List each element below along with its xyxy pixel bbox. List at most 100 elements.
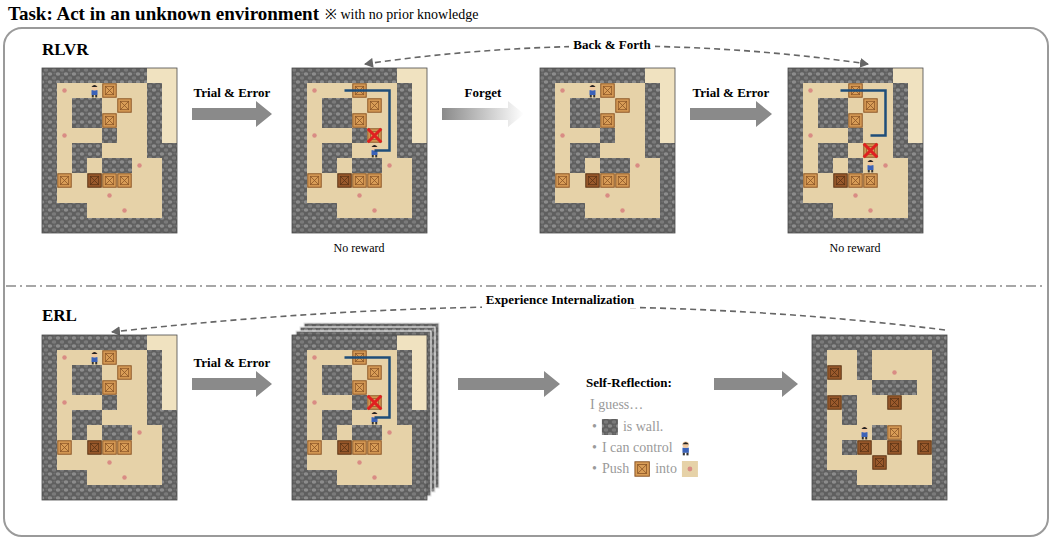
- reflection-text: I can control: [602, 440, 673, 456]
- floor-tile: [382, 425, 397, 440]
- wall-tile: [72, 410, 87, 425]
- crate-inner: [558, 176, 566, 184]
- floor-tile: [57, 83, 72, 98]
- crate-cross: [120, 443, 128, 451]
- wall-tile: [337, 410, 352, 425]
- floor-tile: [397, 188, 412, 203]
- wall-tile: [842, 485, 857, 500]
- wall-tile: [57, 335, 72, 350]
- fail-cross: [368, 396, 382, 410]
- floor-tile: [57, 395, 72, 410]
- wall-tile: [812, 350, 827, 365]
- wall-tile: [397, 365, 412, 380]
- wall-tile: [887, 380, 902, 395]
- wall-tile: [818, 143, 833, 158]
- wall-tile: [842, 335, 857, 350]
- wall-tile: [87, 410, 102, 425]
- floor-tile: [337, 440, 352, 455]
- floor-tile: [893, 173, 908, 188]
- floor-tile: [878, 173, 893, 188]
- crate: [368, 99, 381, 112]
- player-leg: [375, 155, 377, 157]
- floor-tile: [117, 128, 132, 143]
- floor-tile: [307, 113, 322, 128]
- wall-tile: [803, 203, 818, 218]
- wall-tile: [292, 98, 307, 113]
- wall-tile: [397, 485, 412, 500]
- target-dot: [853, 193, 858, 198]
- crate: [368, 174, 381, 187]
- wall-tile: [162, 425, 177, 440]
- title-note: ※ with no prior knowledge: [325, 7, 479, 23]
- wall-tile: [87, 335, 102, 350]
- crate-cross: [603, 86, 611, 94]
- crate-inner: [851, 116, 859, 124]
- sand-tile: [660, 113, 675, 128]
- floor-tile: [872, 350, 887, 365]
- wall-tile: [367, 425, 382, 440]
- wall-tile: [818, 113, 833, 128]
- floor-tile: [147, 158, 162, 173]
- bullet: •: [592, 461, 597, 477]
- player-head: [92, 352, 98, 358]
- floor-tile: [102, 350, 117, 365]
- sokoban-map: [812, 335, 947, 500]
- wall-tile: [893, 113, 908, 128]
- wall-tile: [72, 470, 87, 485]
- floor-tile: [307, 83, 322, 98]
- crate-cross: [120, 101, 128, 109]
- floor-tile: [887, 440, 902, 455]
- crate-inner: [851, 176, 859, 184]
- floor-tile: [87, 188, 102, 203]
- player-hair: [92, 352, 98, 354]
- target-dot: [892, 370, 897, 375]
- wall-tile: [102, 158, 117, 173]
- crate: [353, 381, 366, 394]
- floor-tile: [102, 410, 117, 425]
- sand-tile: [412, 350, 427, 365]
- crate-cross: [558, 176, 566, 184]
- crate-cross: [60, 176, 68, 184]
- floor-tile: [827, 350, 842, 365]
- player-leg: [683, 453, 685, 456]
- target-dot: [122, 475, 127, 480]
- floor-tile: [630, 98, 645, 113]
- wall-tile: [292, 203, 307, 218]
- wall-tile: [367, 218, 382, 233]
- crate-inner: [120, 101, 128, 109]
- wall-tile: [42, 158, 57, 173]
- crate-inner: [105, 443, 113, 451]
- floor-tile: [132, 470, 147, 485]
- player-leg: [862, 437, 864, 439]
- floor-tile: [147, 188, 162, 203]
- floor-tile: [615, 128, 630, 143]
- wall-tile: [818, 158, 833, 173]
- target-dot: [620, 208, 625, 213]
- sand-tile: [162, 128, 177, 143]
- wall-tile: [848, 218, 863, 233]
- wall-tile: [412, 425, 427, 440]
- crate-cross: [90, 443, 98, 451]
- crate-cross: [340, 443, 348, 451]
- wall-tile: [540, 158, 555, 173]
- floor-tile: [117, 365, 132, 380]
- floor-tile: [645, 173, 660, 188]
- sand-tile: [162, 395, 177, 410]
- wall-tile: [932, 470, 947, 485]
- wall-tile: [932, 425, 947, 440]
- crate: [353, 114, 366, 127]
- wall-tile: [412, 143, 427, 158]
- map-border: [540, 68, 675, 233]
- floor-tile: [570, 128, 585, 143]
- floor-tile: [917, 380, 932, 395]
- floor-tile: [570, 173, 585, 188]
- crate: [308, 174, 321, 187]
- floor-tile: [833, 203, 848, 218]
- crate: [88, 441, 101, 454]
- floor-tile: [382, 440, 397, 455]
- crate-inner: [618, 176, 626, 184]
- block-arrow: [192, 101, 272, 127]
- target-dot: [357, 460, 362, 465]
- crate-cross: [851, 116, 859, 124]
- wall-tile: [87, 143, 102, 158]
